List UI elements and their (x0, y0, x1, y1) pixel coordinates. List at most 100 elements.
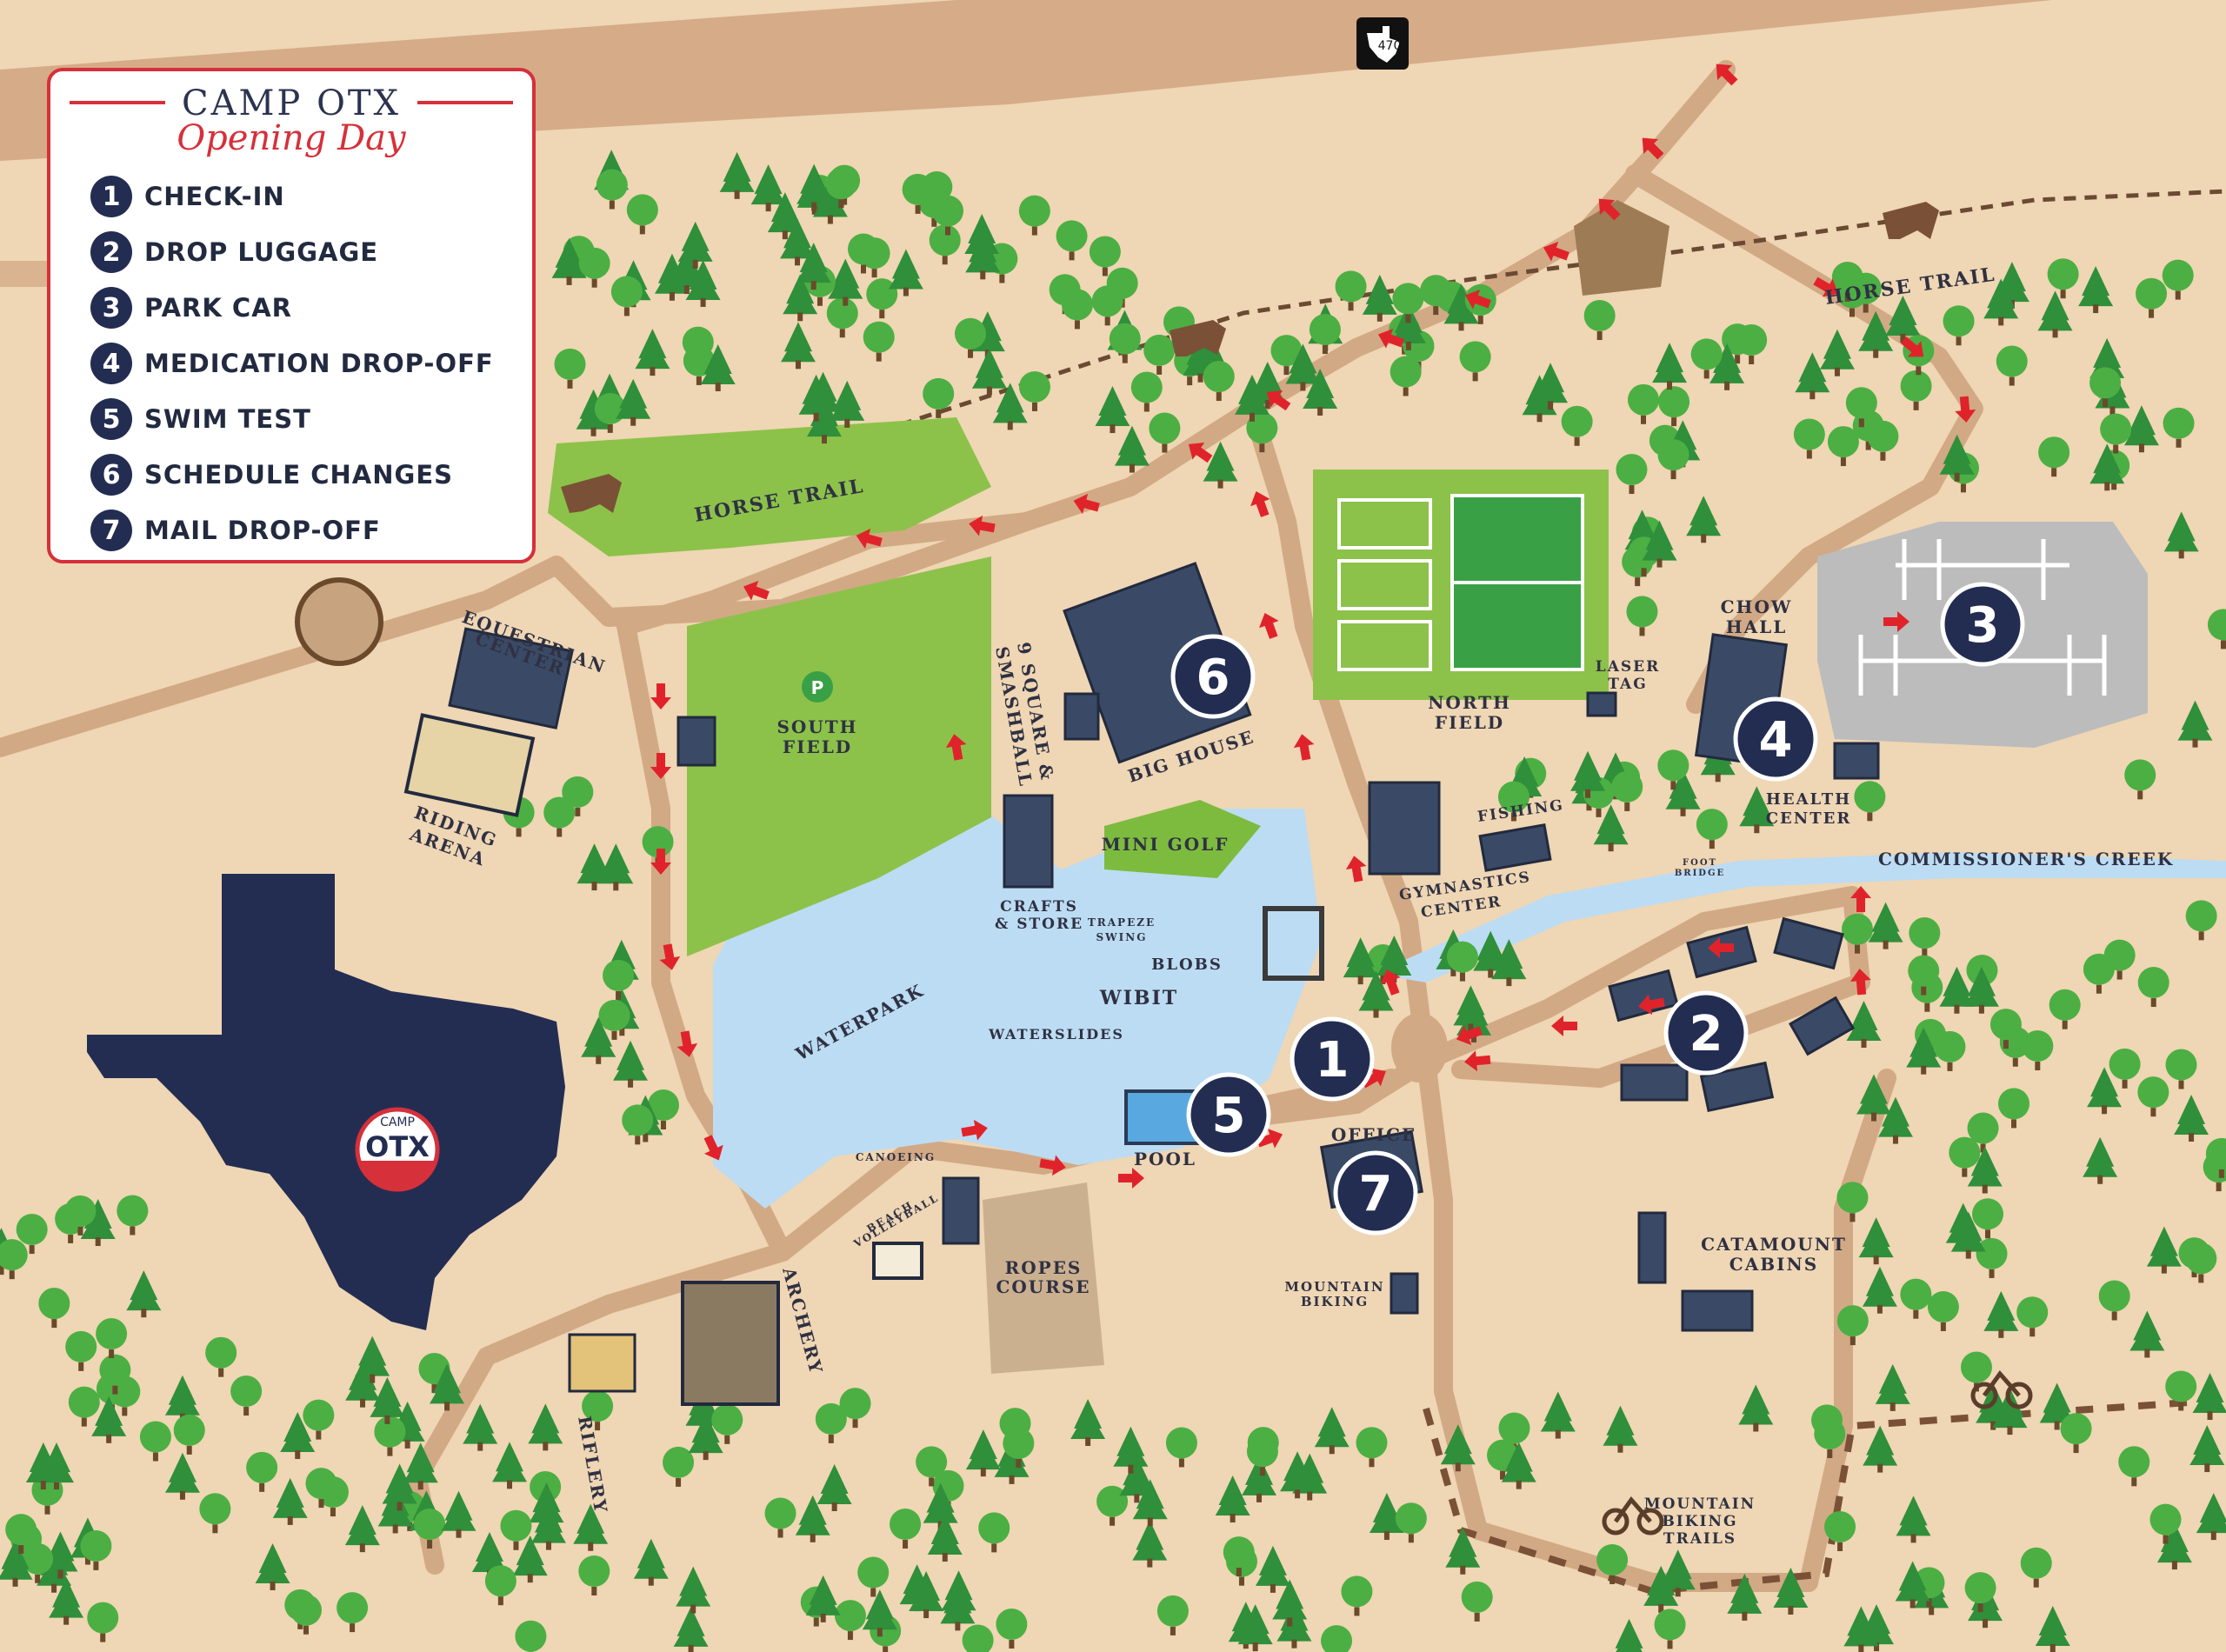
tree (2124, 759, 2156, 800)
tree (0, 1239, 28, 1280)
label-trapeze-swing: SWING (1096, 931, 1148, 943)
tree (1018, 370, 1050, 411)
tree (1824, 1510, 1856, 1551)
tree (1109, 323, 1141, 363)
route-arrow (1188, 443, 1213, 463)
label-north-field: FIELD (1435, 712, 1504, 733)
tree (1896, 1495, 1931, 1543)
marker-6[interactable]: 6 (1170, 634, 1256, 719)
tree (2137, 967, 2169, 1008)
tree (1237, 1604, 1273, 1652)
marker-2[interactable]: 2 (1663, 990, 1749, 1076)
tree (1276, 1601, 1312, 1649)
tree (230, 1376, 263, 1416)
label-blobs: BLOBS (1151, 956, 1223, 974)
tree-cluster (0, 150, 2226, 1652)
tree (1061, 289, 1093, 330)
route-arrow (1901, 336, 1924, 357)
legend-subtitle: Opening Day (177, 118, 406, 158)
tree (798, 374, 834, 422)
route-arrow (1381, 969, 1401, 996)
tree (2185, 1242, 2217, 1283)
tree (1709, 343, 1745, 390)
tree (1540, 1391, 1576, 1439)
tree (2038, 436, 2070, 477)
tree (603, 959, 635, 1000)
building-cabin-a (1608, 969, 1679, 1023)
tree (1095, 386, 1130, 434)
tree (96, 1318, 128, 1359)
tree (1875, 1363, 1910, 1411)
marker-4[interactable]: 4 (1733, 696, 1818, 782)
tree (2137, 1076, 2169, 1117)
building-mountain-bike-shed (1390, 1272, 1419, 1315)
tree (816, 1463, 852, 1511)
tree (1909, 917, 1941, 958)
parking-icon (802, 671, 833, 703)
tree (613, 1040, 649, 1088)
building-cabin-f (1699, 1061, 1775, 1113)
tree (2118, 1446, 2150, 1487)
mountain-biker-icon (1602, 1369, 2033, 1535)
building-crafts (1003, 794, 1054, 889)
tree (80, 1529, 112, 1570)
route-arrows (650, 63, 1976, 1189)
tree (1392, 283, 1424, 323)
tree (1440, 1424, 1476, 1472)
building-riding-arena (403, 713, 536, 817)
tree (1132, 1520, 1168, 1568)
tree (1491, 939, 1527, 987)
tree (647, 1089, 679, 1129)
label-foot: FOOT (1683, 858, 1717, 868)
tree (1854, 781, 1886, 822)
route-arrow (961, 1119, 988, 1141)
texas-shape (87, 874, 565, 1330)
tree (2037, 290, 2073, 338)
route-arrow (1543, 242, 1570, 262)
tree (65, 1330, 97, 1371)
mtn-bike-trail-path (1423, 1396, 2226, 1595)
tree (1686, 496, 1722, 543)
tree (1459, 341, 1491, 382)
marker-7[interactable]: 7 (1333, 1150, 1418, 1236)
route-arrow (1464, 290, 1491, 310)
tree (1533, 363, 1569, 410)
building-riflery (568, 1333, 636, 1393)
tree (543, 796, 576, 837)
tree (711, 1403, 743, 1444)
tree (2087, 1067, 2123, 1115)
tree (955, 317, 987, 358)
tree (91, 1396, 127, 1443)
tree (2100, 413, 2132, 454)
label-south-field: FIELD (783, 736, 852, 757)
label-foot-bridge: BRIDGE (1675, 869, 1725, 878)
tree (700, 343, 736, 391)
tree (927, 1515, 963, 1562)
marker-3[interactable]: 3 (1940, 582, 2025, 667)
label-south: SOUTH (776, 716, 857, 737)
tree (562, 776, 594, 816)
tree (1242, 1455, 1277, 1502)
tree (1203, 361, 1235, 402)
tree (377, 1486, 413, 1534)
route-arrow (1708, 937, 1734, 958)
route-arrow (1259, 612, 1279, 639)
tree (515, 1620, 547, 1652)
tree (626, 194, 658, 235)
label-trapeze: TRAPEZE (1088, 916, 1156, 929)
tree (610, 276, 643, 316)
building-flag-plaza (1391, 1013, 1448, 1082)
tree (2047, 258, 2079, 299)
label-mountain-trails: MOUNTAIN (1644, 1495, 1756, 1513)
tree (492, 1442, 528, 1489)
marker-1[interactable]: 1 (1290, 1016, 1375, 1102)
tree (1845, 387, 1877, 428)
tree (795, 1495, 830, 1542)
tree (1900, 370, 1932, 410)
marker-5[interactable]: 5 (1186, 1072, 1271, 1157)
tree (971, 348, 1007, 396)
tree (1814, 1417, 1846, 1458)
tree (280, 1412, 316, 1460)
tree (1091, 285, 1123, 326)
tree (578, 247, 610, 288)
